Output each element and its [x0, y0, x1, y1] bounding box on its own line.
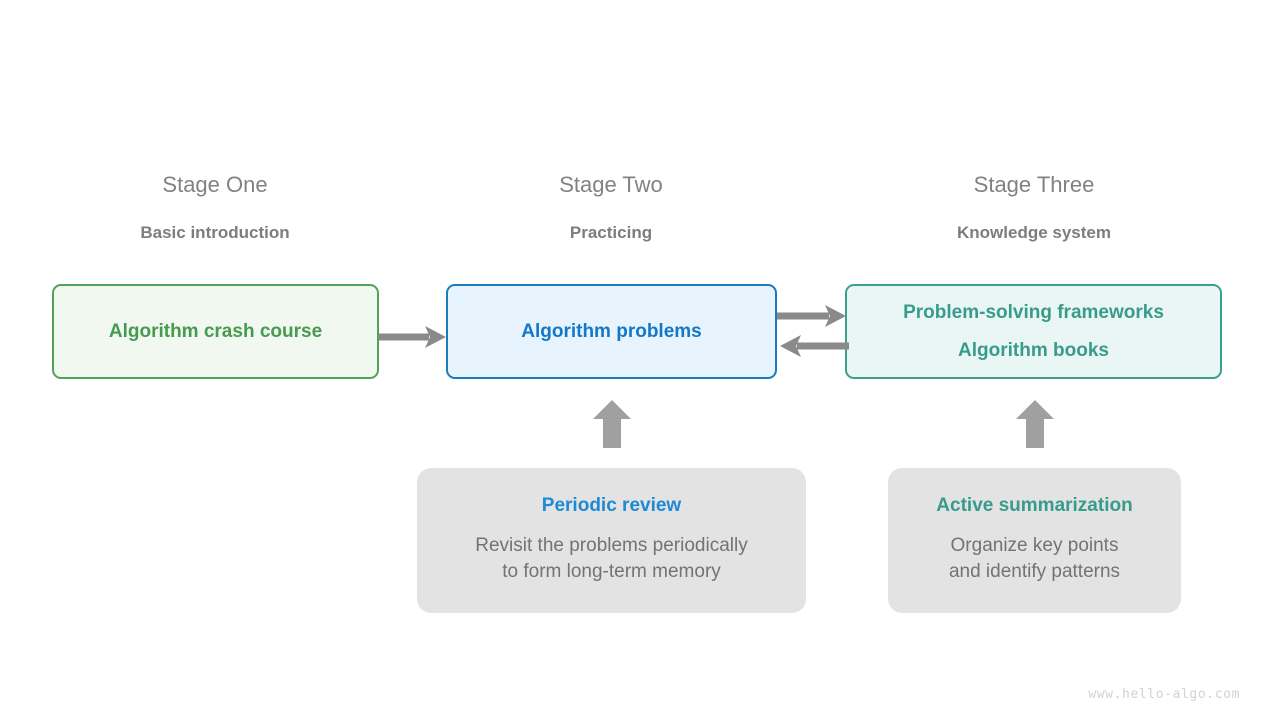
- stage-two-box[interactable]: Algorithm problems: [446, 284, 777, 379]
- active-summarization-body-line-2: and identify patterns: [948, 561, 1121, 582]
- active-summarization-note[interactable]: Active summarization Organize key points…: [888, 468, 1181, 613]
- stage-three-title: Stage Three: [973, 172, 1095, 197]
- active-summarization-body: Organize key points and identify pattern…: [949, 533, 1120, 585]
- periodic-review-body-line-2: to form long-term memory: [502, 561, 721, 582]
- periodic-review-note[interactable]: Periodic review Revisit the problems per…: [417, 468, 806, 613]
- stage-one-box-line-1: Algorithm crash course: [108, 320, 323, 342]
- watermark: www.hello-algo.com: [1088, 687, 1240, 702]
- active-summarization-title: Active summarization: [936, 494, 1133, 516]
- stage-three-subtitle: Knowledge system: [957, 223, 1111, 242]
- arrow-stage-three-to-stage-two: [780, 335, 849, 357]
- stage-three-box-line-2: Algorithm books: [958, 339, 1109, 361]
- arrow-stage-one-to-stage-two: [379, 326, 446, 348]
- active-summarization-body-line-1: Organize key points: [950, 534, 1119, 556]
- arrow-stage-two-to-stage-three: [777, 305, 846, 327]
- periodic-review-body-line-1: Revisit the problems periodically: [475, 534, 748, 556]
- stage-one-title: Stage One: [162, 172, 268, 197]
- stage-one-box[interactable]: Algorithm crash course: [52, 284, 379, 379]
- periodic-review-title: Periodic review: [541, 494, 682, 516]
- stage-three-box-line-1: Problem-solving frameworks: [903, 302, 1164, 324]
- stage-two-box-line-1: Algorithm problems: [521, 320, 702, 342]
- periodic-review-body: Revisit the problems periodically to for…: [475, 533, 747, 585]
- stage-one-subtitle: Basic introduction: [140, 223, 290, 242]
- stage-two-title: Stage Two: [559, 172, 663, 197]
- arrow-periodic-review-to-stage-two: [593, 400, 631, 448]
- stage-two-subtitle: Practicing: [569, 223, 653, 242]
- arrow-active-summarization-to-stage-three: [1016, 400, 1054, 448]
- stage-three-box[interactable]: Problem-solving frameworks Algorithm boo…: [845, 284, 1222, 379]
